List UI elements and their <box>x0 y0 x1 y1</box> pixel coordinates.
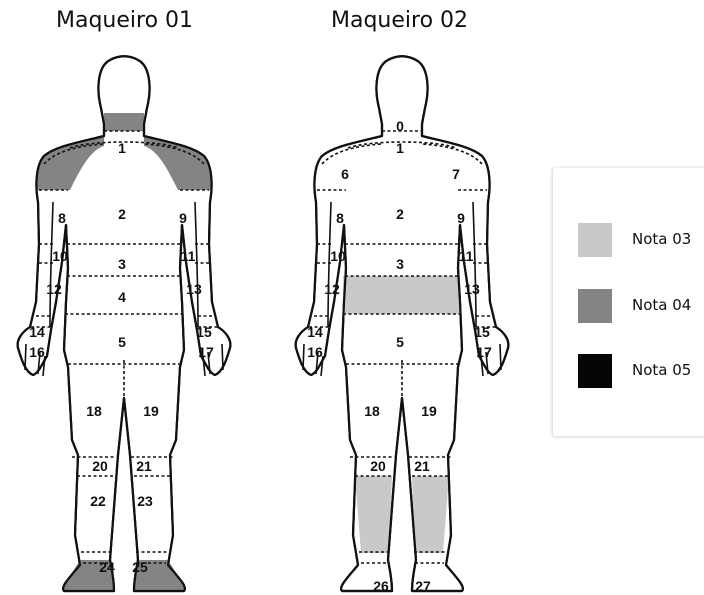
region-label-21: 21 <box>414 458 430 474</box>
region-label-21: 21 <box>136 458 152 474</box>
region-label-3: 3 <box>118 256 126 272</box>
limb-contour <box>222 344 223 370</box>
region-label-10: 10 <box>330 248 346 264</box>
region-label-13: 13 <box>464 281 480 297</box>
region-label-5: 5 <box>396 334 404 350</box>
region-label-17: 17 <box>476 344 492 360</box>
region-label-1: 1 <box>118 140 126 156</box>
region-label-20: 20 <box>92 458 108 474</box>
region-label-12: 12 <box>46 281 62 297</box>
legend-label-nota-05: Nota 05 <box>632 361 691 379</box>
region-label-6: 6 <box>341 166 349 182</box>
region-label-13: 13 <box>186 281 202 297</box>
region-label-2: 2 <box>118 206 126 222</box>
region-label-25: 25 <box>132 559 148 575</box>
region-label-11: 11 <box>181 248 196 264</box>
region-label-1: 1 <box>396 140 404 156</box>
legend-swatch-nota-05 <box>578 354 612 388</box>
region-label-2: 2 <box>396 206 404 222</box>
region-label-16: 16 <box>307 344 323 360</box>
region-label-9: 9 <box>457 210 465 226</box>
region-label-23: 23 <box>137 493 153 509</box>
region-label-26: 26 <box>373 578 389 594</box>
region-label-18: 18 <box>364 403 380 419</box>
legend: Nota 03 Nota 04 Nota 05 <box>553 168 704 436</box>
region-label-0: 0 <box>396 118 404 134</box>
region-label-3: 3 <box>396 256 404 272</box>
region-label-8: 8 <box>336 210 344 226</box>
region-label-7: 7 <box>452 166 460 182</box>
legend-label-nota-04: Nota 04 <box>632 296 691 314</box>
region-label-20: 20 <box>370 458 386 474</box>
legend-swatch-nota-04 <box>578 289 612 323</box>
region-label-19: 19 <box>143 403 159 419</box>
limb-contour <box>303 344 304 370</box>
shaded-region-leg-right <box>412 476 449 553</box>
limb-contour <box>500 344 501 370</box>
legend-swatch-nota-03 <box>578 223 612 257</box>
legend-label-nota-03: Nota 03 <box>632 230 691 248</box>
region-label-15: 15 <box>474 324 490 340</box>
region-label-10: 10 <box>52 248 68 264</box>
region-label-5: 5 <box>118 334 126 350</box>
region-label-12: 12 <box>324 281 340 297</box>
limb-contour <box>25 344 26 370</box>
region-label-19: 19 <box>421 403 437 419</box>
region-label-14: 14 <box>29 324 45 340</box>
region-label-8: 8 <box>58 210 66 226</box>
shaded-region-lower-back <box>343 276 460 314</box>
figure-title-maqueiro-02: Maqueiro 02 <box>331 8 468 33</box>
region-label-15: 15 <box>196 324 212 340</box>
region-label-27: 27 <box>415 578 431 594</box>
region-label-16: 16 <box>29 344 45 360</box>
figure-title-maqueiro-01: Maqueiro 01 <box>56 8 193 33</box>
region-label-11: 11 <box>459 248 474 264</box>
region-label-4: 4 <box>118 289 126 305</box>
region-label-18: 18 <box>86 403 102 419</box>
region-label-22: 22 <box>90 493 106 509</box>
region-label-14: 14 <box>307 324 323 340</box>
shaded-region-neck <box>104 113 144 131</box>
region-label-9: 9 <box>179 210 187 226</box>
region-label-17: 17 <box>198 344 214 360</box>
region-label-24: 24 <box>99 559 115 575</box>
shaded-region-leg-left <box>355 476 392 553</box>
